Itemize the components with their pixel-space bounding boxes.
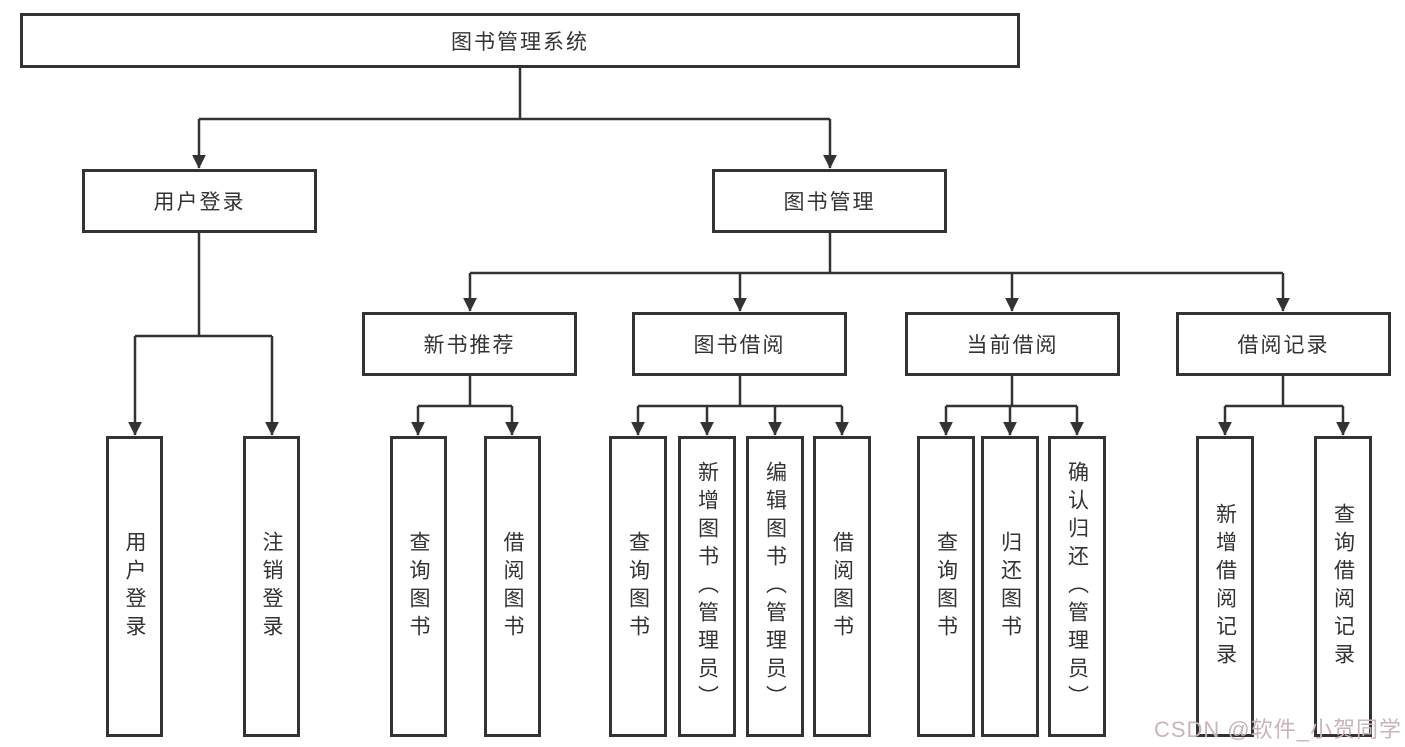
leaf-add-books-admin: 新增图书（管理员） [678, 436, 736, 737]
node-library-system: 图书管理系统 [20, 13, 1020, 68]
leaf-borrow-books: 借阅图书 [813, 436, 871, 737]
leaf-logout: 注销登录 [243, 436, 300, 737]
node-borrow-records: 借阅记录 [1176, 312, 1391, 376]
leaf-borrow-books-recommend: 借阅图书 [484, 436, 541, 737]
leaf-query-books-current: 查询图书 [917, 436, 975, 737]
node-current-borrowing: 当前借阅 [905, 312, 1120, 376]
node-book-management: 图书管理 [712, 169, 947, 233]
node-user-login: 用户登录 [82, 169, 317, 233]
node-new-book-recommend: 新书推荐 [362, 312, 577, 376]
leaf-user-login: 用户登录 [106, 436, 163, 737]
watermark: CSDN @软件_小贺同学 [1153, 717, 1402, 742]
leaf-query-books-borrow: 查询图书 [609, 436, 667, 737]
leaf-confirm-return-admin: 确认归还（管理员） [1048, 436, 1106, 737]
leaf-return-books: 归还图书 [981, 436, 1039, 737]
leaf-edit-books-admin: 编辑图书（管理员） [746, 436, 804, 737]
leaf-query-borrow-record: 查询借阅记录 [1314, 436, 1372, 737]
node-book-borrowing: 图书借阅 [632, 312, 847, 376]
leaf-add-borrow-record: 新增借阅记录 [1196, 436, 1254, 737]
leaf-query-books-recommend: 查询图书 [390, 436, 447, 737]
